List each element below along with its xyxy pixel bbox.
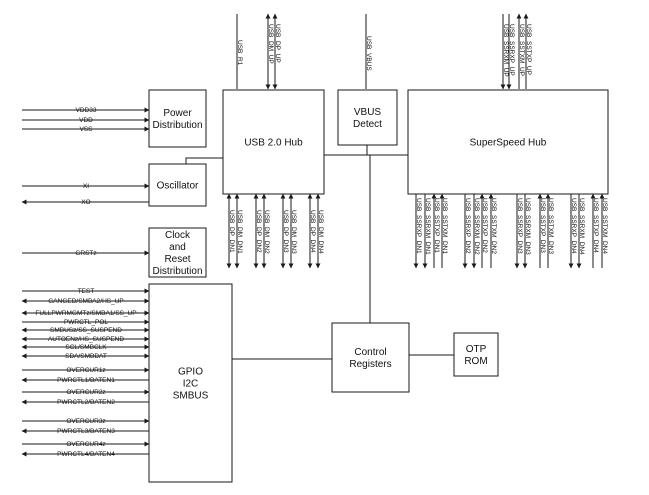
label-sda-smbdat: SDA/SMBDAT xyxy=(65,353,107,360)
clock-block-label: Reset xyxy=(164,254,190,265)
otp-block-label: OTP xyxy=(466,344,487,355)
label-usb-ssrxp-up: USB_SSRXP_UP xyxy=(508,24,515,76)
label-usb-ssrxm-dn2: USB_SSRXM_DN2 xyxy=(473,198,480,255)
label-usb-dp-dn4: USB_DP_DN4 xyxy=(309,210,316,253)
label-usb-ssrxp-dn2: USB_SSRXP_DN2 xyxy=(464,198,471,254)
sshub-block-label: SuperSpeed Hub xyxy=(470,138,547,149)
label-autoenz-hs-suspend: AUTOENz/HS_SUSPEND xyxy=(48,336,124,343)
label-overcur4z: OVERCUR4z xyxy=(66,441,105,448)
ctrl-block xyxy=(331,322,410,393)
osc-block xyxy=(148,163,207,207)
label-usb-sstxp-dn1: USB_SSTXP_DN1 xyxy=(433,198,440,253)
label-usb-r1: USB_R1 xyxy=(236,40,243,66)
label-vdd33: VDD33 xyxy=(76,107,97,114)
gpio-block-label: GPIO xyxy=(178,367,203,378)
label-usb-sstxm-dn4: USB_SSTXM_DN4 xyxy=(601,198,608,254)
label-pwrctl4-baten4: PWRCTL4/BATEN4 xyxy=(57,451,115,458)
label-vdd: VDD xyxy=(79,117,93,124)
label-smbusz-ss-suspend: SMBUSz/SS_SUSPEND xyxy=(50,327,122,334)
label-usb-ssrxp-dn3: USB_SSRXP_DN3 xyxy=(516,198,523,254)
label-vss: VSS xyxy=(79,126,93,133)
label-usb-ssrxp-dn1: USB_SSRXP_DN1 xyxy=(415,198,422,254)
label-usb-dm-dn2: USB_DM_DN2 xyxy=(263,210,270,254)
vbus-block-label: VBUS xyxy=(354,107,382,118)
label-grstz: GRSTz xyxy=(75,250,96,257)
sshub-block xyxy=(407,89,609,195)
label-xi: XI xyxy=(83,183,89,190)
label-overcur2z: OVERCUR2z xyxy=(66,389,105,396)
label-usb-sstxm-up: USB_SSTXM_UP xyxy=(518,24,525,76)
label-usb-sstxp-up: USB_SSTXP_UP xyxy=(525,24,532,75)
label-usb-sstxm-dn1: USB_SSTXM_DN1 xyxy=(441,198,448,254)
label-overcur3z: OVERCUR3z xyxy=(66,418,105,425)
label-usb-dp-dn3: USB_DP_DN3 xyxy=(282,210,289,253)
gpio-block-label: SMBUS xyxy=(173,391,209,402)
label-usb-ssrxm-dn1: USB_SSRXM_DN1 xyxy=(424,198,431,255)
vbus-block xyxy=(337,89,398,146)
power-block-label: Power xyxy=(163,108,192,119)
clock-block-label: and xyxy=(169,242,186,253)
label-usb-ssrxm-dn3: USB_SSRXM_DN3 xyxy=(524,198,531,255)
power-block-label: Distribution xyxy=(152,120,202,131)
label-usb-sstxp-dn4: USB_SSTXP_DN4 xyxy=(592,198,599,253)
clock-block-label: Distribution xyxy=(152,266,202,277)
label-usb-sstxp-dn3: USB_SSTXP_DN3 xyxy=(539,198,546,253)
label-usb-sstxp-dn2: USB_SSTXP_DN2 xyxy=(481,198,488,253)
label-usb-sstxm-dn2: USB_SSTXM_DN2 xyxy=(490,198,497,254)
label-usb-dm-dn4: USB_DM_DN4 xyxy=(317,210,324,254)
ctrl-block-label: Registers xyxy=(349,359,391,370)
clock-block xyxy=(148,227,207,278)
vbus-block-label: Detect xyxy=(353,119,382,130)
power-block xyxy=(148,89,207,148)
label-usb-dm-dn1: USB_DM_DN1 xyxy=(236,210,243,254)
label-usb-dp-up: USB_DP_UP xyxy=(274,24,281,63)
usb2hub-block xyxy=(222,89,325,195)
label-usb-sstxm-dn3: USB_SSTXM_DN3 xyxy=(547,198,554,254)
label-pwrctl-pol: PWRCTL_POL xyxy=(64,319,108,326)
label-usb-ssrxp-dn4: USB_SSRXP_DN4 xyxy=(570,198,577,254)
wires xyxy=(21,13,605,457)
label-scl-smbclk: SCL/SMBCLK xyxy=(65,344,107,351)
ctrl-block-label: Control xyxy=(354,347,386,358)
label-usb-ssrxm-dn4: USB_SSRXM_DN4 xyxy=(578,198,585,255)
gpio-block-label: I2C xyxy=(183,379,199,390)
label-usb-dp-dn1: USB_DP_DN1 xyxy=(228,210,235,253)
label-usb-vbus: USB_VBUS xyxy=(365,36,372,71)
label-xo: XO xyxy=(81,199,90,206)
label-usb-ssrxm-up: USB_SSRXM_UP xyxy=(502,24,509,77)
label-ganged-smba2-hs-up: GANGED/SMBA2/HS_UP xyxy=(48,298,124,305)
label-usb-dp-dn2: USB_DP_DN2 xyxy=(255,210,262,253)
otp-block-label: ROM xyxy=(464,356,487,367)
label-overcur1z: OVERCUR1z xyxy=(66,367,105,374)
label-pwrctl1-baten1: PWRCTL1/BATEN1 xyxy=(57,377,115,384)
label-pwrctl2-baten2: PWRCTL2/BATEN2 xyxy=(57,399,115,406)
label-usb-dm-dn3: USB_DM_DN3 xyxy=(290,210,297,254)
otp-block xyxy=(453,332,499,377)
label-pwrctl3-baten3: PWRCTL3/BATEN3 xyxy=(57,428,115,435)
gpio-block xyxy=(148,283,233,483)
clock-block-label: Clock xyxy=(165,230,191,241)
label-fullpwrmgmtz-smba1-ss-up: FULLPWRMGMTz/SMBA1/SS_UP xyxy=(35,310,136,317)
usb2hub-block-label: USB 2.0 Hub xyxy=(244,138,303,149)
osc-block-label: Oscillator xyxy=(157,181,199,192)
label-test: TEST xyxy=(78,288,95,295)
wire-osc-to-usb2 xyxy=(185,157,223,164)
label-usb-dm-up: USB_DM_UP xyxy=(267,24,274,64)
